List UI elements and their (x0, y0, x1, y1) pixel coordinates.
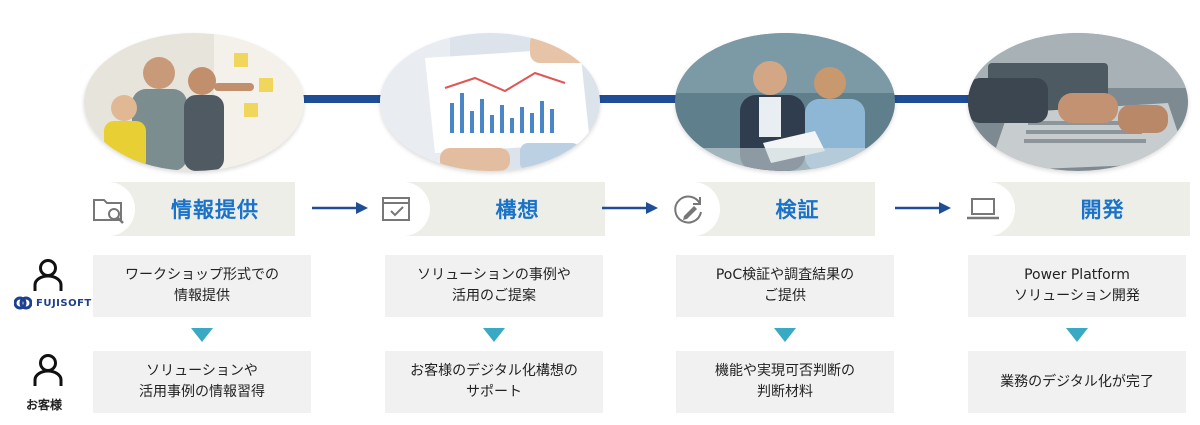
photo-laptop-typing (968, 33, 1188, 171)
customer-box-2: お客様のデジタル化構想の サポート (385, 351, 603, 413)
step-title-3: 検証 (775, 198, 820, 222)
timeline-line (150, 95, 1060, 103)
customer-box-1: ソリューションや 活用事例の情報習得 (93, 351, 311, 413)
refresh-pen-icon (672, 192, 706, 226)
provider-box-2: ソリューションの事例や 活用のご提案 (385, 255, 603, 317)
down-triangle-1 (191, 328, 213, 342)
step-title-2: 構想 (495, 198, 540, 222)
down-triangle-3 (774, 328, 796, 342)
step-title-1: 情報提供 (171, 198, 259, 222)
window-check-icon (380, 192, 414, 226)
fujisoft-logo-icon (14, 296, 32, 310)
down-triangle-2 (483, 328, 505, 342)
fujisoft-logo: FUJISOFT (14, 296, 92, 310)
step-label-1: 情報提供 (95, 182, 295, 236)
step-label-4: 開発 (975, 182, 1190, 236)
folder-search-icon (92, 192, 126, 226)
customer-box-4: 業務のデジタル化が完了 (968, 351, 1186, 413)
step-label-2: 構想 (390, 182, 605, 236)
photo-workshop (84, 33, 304, 171)
step-arrow-1 (310, 200, 370, 216)
customer-box-3: 機能や実現可否判断の 判断材料 (676, 351, 894, 413)
photo-chart-review (380, 33, 600, 171)
provider-person-icon (33, 258, 63, 292)
photo-discussion (675, 33, 895, 171)
customer-person-icon (33, 353, 63, 387)
laptop-icon (966, 192, 1000, 226)
provider-box-4: Power Platform ソリューション開発 (968, 255, 1186, 317)
step-title-4: 開発 (1080, 198, 1125, 222)
provider-box-3: PoC検証や調査結果の ご提供 (676, 255, 894, 317)
down-triangle-4 (1066, 328, 1088, 342)
customer-label: お客様 (26, 398, 63, 412)
provider-box-1: ワークショップ形式での 情報提供 (93, 255, 311, 317)
step-arrow-3 (893, 200, 953, 216)
step-arrow-2 (600, 200, 660, 216)
fujisoft-logo-text: FUJISOFT (36, 297, 92, 309)
step-label-3: 検証 (680, 182, 875, 236)
